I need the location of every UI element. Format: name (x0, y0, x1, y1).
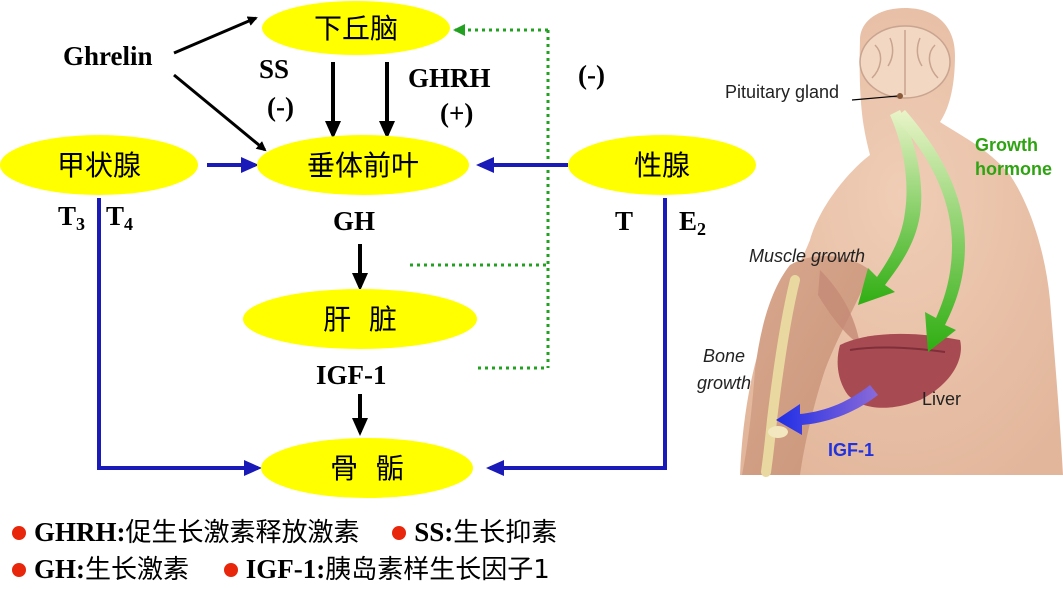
t-label: T (615, 206, 633, 236)
legend-abbr: GH: (34, 554, 85, 584)
ghrh-label: GHRH (408, 63, 491, 93)
legend-text: 生长抑素 (453, 518, 558, 548)
e2-main: E (679, 206, 697, 236)
legend-item-ss: SS:生长抑素 (392, 512, 557, 549)
legend-text: 促生长激素释放激素 (125, 518, 360, 548)
node-bone-label: 骨 骺 (330, 452, 404, 485)
growth-hormone-label-2: hormone (975, 159, 1052, 179)
bone-growth-label-1: Bone (703, 346, 745, 366)
igf1-arrow (776, 385, 878, 435)
igf1-illustration-label: IGF-1 (828, 440, 874, 460)
bullet-icon (223, 562, 238, 577)
ss-label: SS (259, 54, 289, 84)
e2-subscript: 2 (697, 219, 706, 239)
t3-subscript: 3 (76, 214, 85, 234)
pituitary-gland-label: Pituitary gland (725, 82, 839, 102)
legend-row-2: GH:生长激素 IGF-1:胰岛素样生长因子1 (12, 549, 550, 586)
arm-bone (761, 275, 800, 477)
liver-label: Liver (922, 389, 961, 409)
node-pituitary: 垂体前叶 (257, 135, 469, 195)
node-liver: 肝 脏 (243, 289, 477, 349)
node-gonad: 性腺 (568, 135, 756, 195)
t4-subscript: 4 (124, 214, 133, 234)
muscle-growth-label: Muscle growth (749, 246, 865, 266)
node-hypothalamus-label: 下丘脑 (314, 12, 398, 45)
blue-pathways (97, 157, 667, 476)
legend-abbr: IGF-1: (245, 554, 326, 584)
node-liver-label: 肝 脏 (323, 303, 397, 336)
legend-text: 胰岛素样生长因子1 (325, 555, 550, 585)
node-gonad-label: 性腺 (634, 149, 690, 182)
anatomy-illustration: Pituitary gland Growth hormone Muscle gr… (697, 8, 1063, 477)
node-bone: 骨 骺 (261, 438, 473, 498)
node-thyroid-label: 甲状腺 (57, 149, 141, 182)
ghrelin-label: Ghrelin (63, 41, 153, 71)
bullet-icon (392, 525, 407, 540)
growth-hormone-label-1: Growth (975, 135, 1038, 155)
bullet-icon (12, 562, 26, 577)
node-thyroid: 甲状腺 (0, 135, 198, 195)
igf1-label: IGF-1 (316, 360, 387, 390)
legend-item-igf1: IGF-1:胰岛素样生长因子1 (223, 549, 550, 586)
legend-item-ghrh: GHRH:促生长激素释放激素 (12, 512, 360, 549)
legend-abbr: GHRH: (34, 517, 126, 547)
negative-feedback-lines (410, 24, 550, 370)
legend-row-1: GHRH:促生长激素释放激素 SS:生长抑素 (12, 512, 557, 549)
black-arrows (173, 16, 395, 436)
t3-main: T (58, 201, 76, 231)
pituitary-dot (897, 93, 903, 99)
growth-hormone-arrow-to-liver (895, 110, 965, 352)
legend-text: 生长激素 (85, 555, 190, 585)
e2-label: E2 (679, 206, 706, 239)
muscle (818, 270, 860, 345)
feedback-sign-label: (-) (578, 60, 605, 90)
t4-label: T4 (106, 201, 133, 234)
ghrh-sign-label: (+) (440, 98, 473, 128)
t3-label: T3 (58, 201, 85, 234)
bullet-icon (12, 525, 26, 540)
legend-item-gh: GH:生长激素 (12, 549, 189, 586)
ss-sign-label: (-) (267, 92, 294, 122)
bone-growth-label-2: growth (697, 373, 751, 393)
legend-abbr: SS: (414, 517, 454, 547)
node-pituitary-label: 垂体前叶 (307, 149, 419, 182)
growth-hormone-arrow-to-muscle (858, 110, 922, 305)
node-hypothalamus: 下丘脑 (262, 1, 450, 55)
gh-label: GH (333, 206, 375, 236)
t4-main: T (106, 201, 124, 231)
